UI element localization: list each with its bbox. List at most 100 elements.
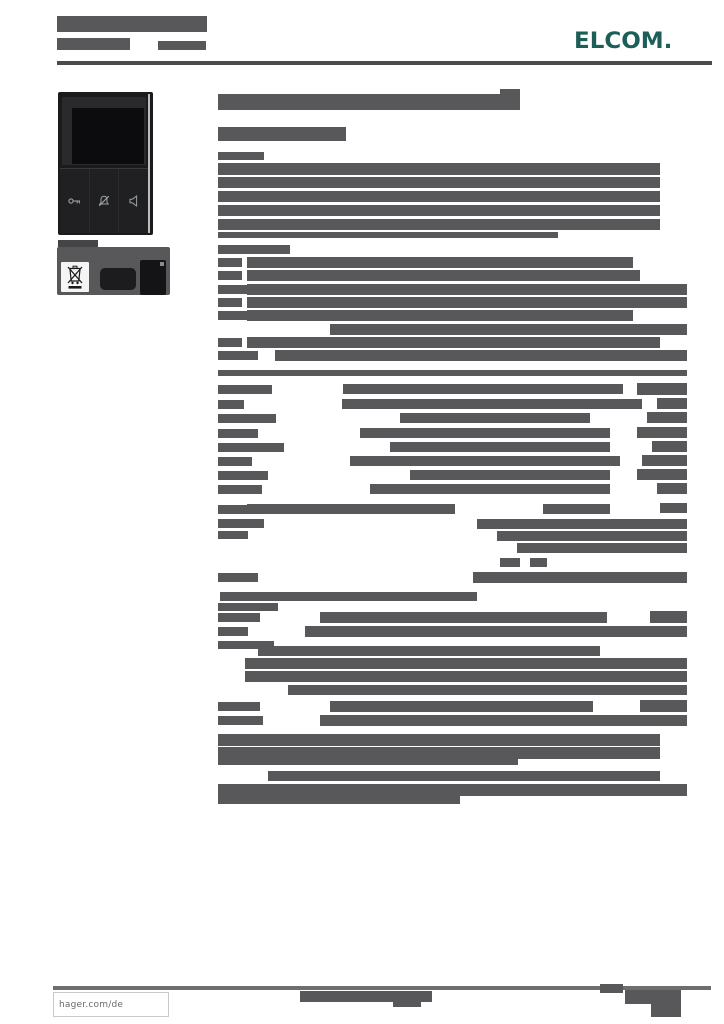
spec-value-bar	[390, 442, 610, 452]
photo-caption-redacted	[58, 240, 98, 247]
lower-line-bar	[218, 784, 687, 796]
paragraph-line-bar	[247, 284, 687, 295]
lower-line-bar	[330, 701, 593, 712]
row-label-bar	[218, 258, 242, 267]
lower-line-bar	[218, 702, 260, 711]
detail-line-bar	[660, 503, 687, 513]
lower-line-bar	[218, 613, 260, 622]
spec-value-bar	[350, 456, 620, 466]
lower-line-bar	[258, 646, 600, 656]
device-divider	[60, 168, 148, 169]
lower-line-bar	[218, 627, 248, 636]
detail-line-bar	[218, 603, 278, 611]
website-link-label: hager.com/de	[59, 999, 124, 1010]
row-label-bar	[218, 311, 248, 320]
paragraph-line-bar	[247, 270, 640, 281]
spec-label-bar	[218, 429, 258, 438]
device-button-row	[60, 169, 148, 233]
spec-unit-bar	[647, 412, 687, 423]
detail-line-bar	[218, 505, 268, 514]
lower-line-bar	[320, 612, 607, 623]
lower-line-bar	[640, 700, 687, 712]
footer-rule-bar	[53, 986, 711, 990]
detail-line-bar	[477, 519, 687, 529]
spec-unit-bar	[642, 455, 687, 466]
footer-text-bar	[600, 984, 623, 993]
certification-label-redacted	[140, 260, 166, 295]
device-edge-highlight	[148, 94, 150, 233]
detail-line-bar	[543, 504, 610, 514]
header-title-bar	[158, 41, 206, 50]
paragraph-line-bar	[218, 219, 660, 230]
speaker-icon	[129, 195, 137, 207]
elcom-logo: ELCOM.	[574, 28, 673, 54]
paragraph-line-bar	[218, 205, 660, 216]
door-open-button	[60, 169, 90, 233]
spec-value-bar	[370, 484, 610, 494]
paragraph-line-bar	[247, 310, 633, 321]
header-title-bar	[57, 38, 130, 50]
device-screen-bezel	[62, 97, 146, 165]
certification-mark-redacted	[100, 268, 136, 290]
paragraph-line-bar	[218, 163, 660, 175]
lower-line-bar	[218, 759, 518, 765]
paragraph-line-bar	[218, 232, 558, 238]
row-label-bar	[218, 338, 242, 347]
lower-line-bar	[218, 734, 660, 746]
spec-label-bar	[218, 471, 268, 480]
section-heading-bar	[218, 127, 346, 141]
detail-line-bar	[220, 592, 477, 601]
spec-label-bar	[218, 414, 276, 423]
detail-line-bar	[218, 519, 264, 528]
certification-panel	[57, 247, 170, 295]
footer-text-bar	[300, 991, 432, 1002]
footer-text-bar	[651, 1004, 681, 1017]
detail-line-bar	[218, 573, 258, 582]
row-label-bar	[218, 298, 242, 307]
lower-line-bar	[218, 641, 274, 649]
paragraph-line-bar	[330, 324, 687, 335]
lower-line-bar	[320, 715, 687, 726]
spec-unit-bar	[637, 427, 687, 438]
spec-value-bar	[360, 428, 610, 438]
header-title-bar	[57, 16, 207, 32]
paragraph-line-bar	[247, 297, 687, 308]
paragraph-line-bar	[218, 177, 660, 188]
spec-label-bar	[218, 385, 272, 394]
lower-line-bar	[245, 658, 687, 669]
lower-line-bar	[305, 626, 687, 637]
device-display	[72, 108, 144, 164]
weee-crossed-out-bin-icon	[67, 265, 83, 289]
footer-text-bar	[625, 990, 681, 1004]
paragraph-line-bar	[218, 191, 660, 202]
paragraph-line-bar	[247, 257, 633, 268]
product-photo	[58, 92, 153, 235]
spec-unit-bar	[637, 383, 687, 395]
lower-line-bar	[218, 716, 263, 725]
divider-bar	[218, 370, 687, 376]
paragraph-line-bar	[275, 350, 687, 361]
spec-unit-bar	[652, 441, 687, 452]
detail-line-bar	[500, 558, 520, 567]
spec-value-bar	[343, 384, 623, 394]
spec-label-bar	[218, 485, 262, 494]
spec-unit-bar	[657, 483, 687, 494]
spec-unit-bar	[637, 469, 687, 480]
speaker-button	[119, 169, 148, 233]
spec-value-bar	[410, 470, 610, 480]
spec-unit-bar	[657, 398, 687, 409]
row-label-bar	[218, 271, 242, 280]
lower-line-bar	[268, 771, 660, 781]
detail-line-bar	[473, 572, 687, 583]
spec-value-bar	[342, 399, 642, 409]
paragraph-line-bar	[218, 152, 264, 160]
lower-line-bar	[218, 796, 460, 804]
weee-badge	[61, 262, 89, 292]
spec-label-bar	[218, 443, 284, 452]
website-link[interactable]: hager.com/de	[53, 992, 169, 1017]
spec-value-bar	[400, 413, 590, 423]
spec-label-bar	[218, 400, 244, 409]
title-bar	[500, 89, 520, 95]
lower-line-bar	[288, 685, 687, 695]
